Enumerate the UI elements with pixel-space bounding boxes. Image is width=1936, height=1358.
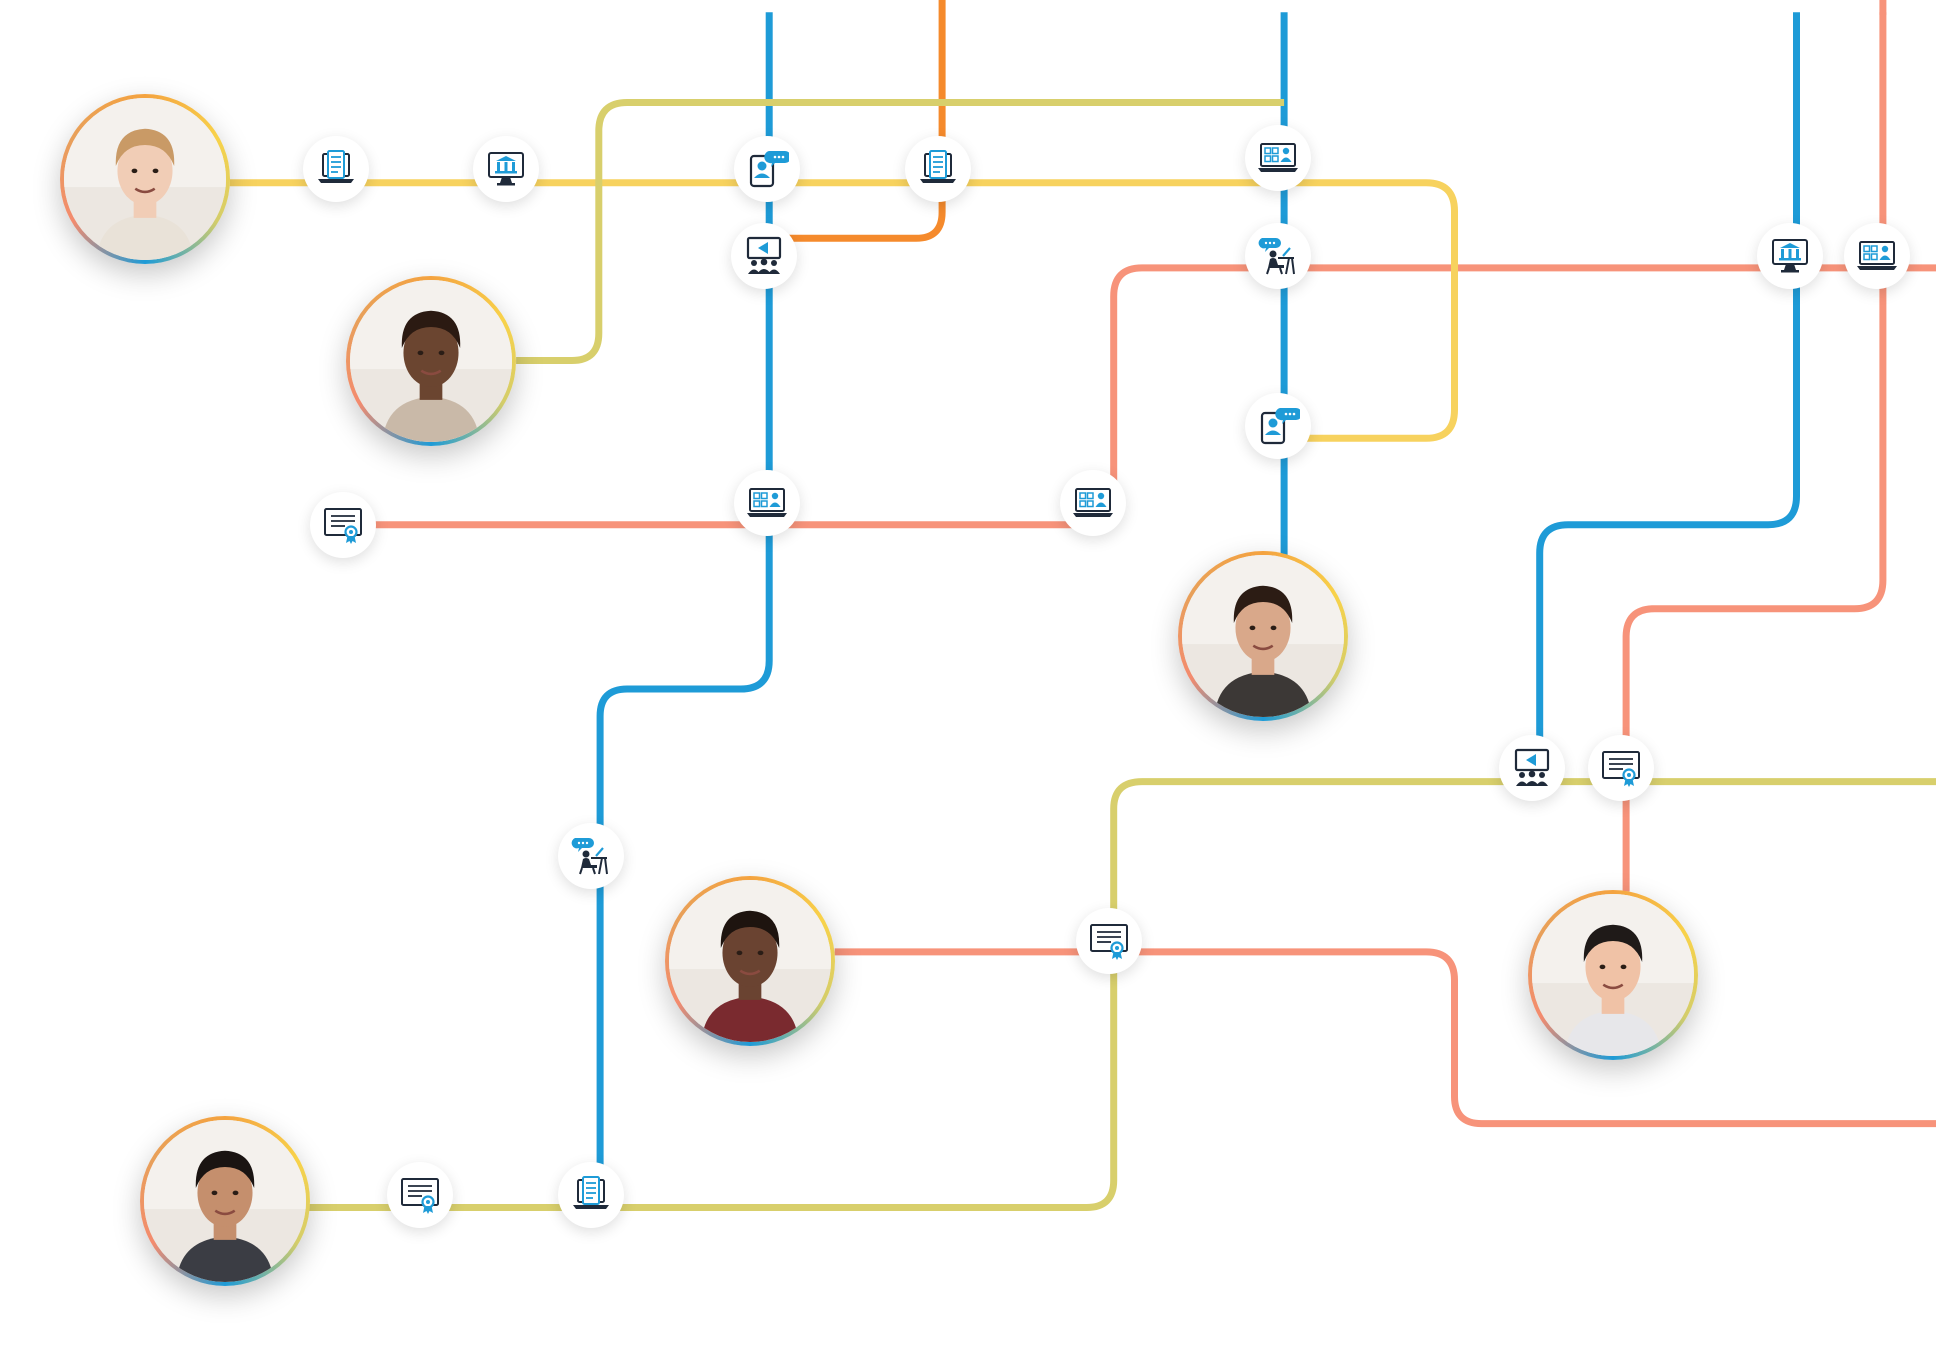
certificate-icon — [398, 1173, 442, 1217]
avatar-photo — [1182, 554, 1345, 717]
institution-monitor-icon — [484, 147, 528, 191]
desk-learner-icon — [1256, 234, 1300, 278]
route-salmon-2 — [345, 264, 1936, 529]
tablet-chat-icon — [1256, 404, 1300, 448]
station-tablet-chat-icon[interactable] — [1244, 393, 1311, 459]
avatar-photo — [349, 279, 512, 442]
avatar-photo — [143, 1120, 306, 1283]
station-certificate-icon[interactable] — [1075, 907, 1142, 974]
avatar-photo — [1531, 894, 1694, 1057]
station-video-conference-icon[interactable] — [1843, 222, 1910, 289]
laptop-checklist-icon — [569, 1173, 613, 1217]
station-presentation-audience-icon[interactable] — [731, 222, 798, 289]
route-salmon-1 — [1622, 12, 1887, 892]
certificate-icon — [1087, 919, 1131, 963]
route-blue-3 — [1536, 12, 1800, 766]
video-conference-icon — [1071, 481, 1115, 525]
laptop-checklist-icon — [314, 147, 358, 191]
avatar-photo — [63, 98, 226, 260]
station-tablet-chat-icon[interactable] — [733, 136, 800, 203]
avatar-learner-6[interactable] — [139, 1116, 310, 1287]
route-salmon-3 — [834, 948, 1936, 1128]
station-video-conference-icon[interactable] — [1244, 125, 1311, 191]
avatar-learner-3[interactable] — [1178, 550, 1349, 721]
laptop-checklist-icon — [916, 147, 960, 191]
station-desk-learner-icon[interactable] — [558, 822, 625, 889]
route-blue-1 — [596, 12, 773, 1201]
presentation-audience-icon — [742, 234, 786, 278]
certificate-icon — [321, 503, 365, 547]
tablet-chat-icon — [745, 147, 789, 191]
avatar-learner-5[interactable] — [1527, 890, 1698, 1061]
route-yellow-1 — [229, 179, 1458, 442]
station-laptop-checklist-icon[interactable] — [905, 136, 972, 203]
avatar-learner-4[interactable] — [664, 875, 835, 1046]
station-institution-monitor-icon[interactable] — [473, 136, 540, 203]
video-conference-icon — [1855, 234, 1899, 278]
station-laptop-checklist-icon[interactable] — [302, 136, 369, 203]
station-laptop-checklist-icon[interactable] — [558, 1162, 625, 1229]
station-certificate-icon[interactable] — [310, 491, 377, 558]
avatar-learner-2[interactable] — [345, 275, 516, 446]
desk-learner-icon — [569, 834, 613, 878]
institution-monitor-icon — [1768, 234, 1812, 278]
presentation-audience-icon — [1510, 746, 1554, 790]
station-certificate-icon[interactable] — [1588, 735, 1655, 801]
station-video-conference-icon[interactable] — [733, 469, 800, 536]
station-video-conference-icon[interactable] — [1059, 469, 1126, 536]
route-orange — [763, 0, 946, 242]
station-institution-monitor-icon[interactable] — [1757, 222, 1824, 289]
station-presentation-audience-icon[interactable] — [1499, 735, 1566, 801]
avatar-photo — [668, 879, 831, 1042]
station-certificate-icon[interactable] — [386, 1162, 453, 1229]
station-desk-learner-icon[interactable] — [1244, 222, 1311, 289]
route-olive-1 — [516, 99, 1285, 364]
avatar-learner-1[interactable] — [59, 94, 230, 264]
certificate-icon — [1599, 746, 1643, 790]
route-olive-2 — [308, 778, 1936, 1211]
video-conference-icon — [745, 481, 789, 525]
video-conference-icon — [1256, 136, 1300, 180]
